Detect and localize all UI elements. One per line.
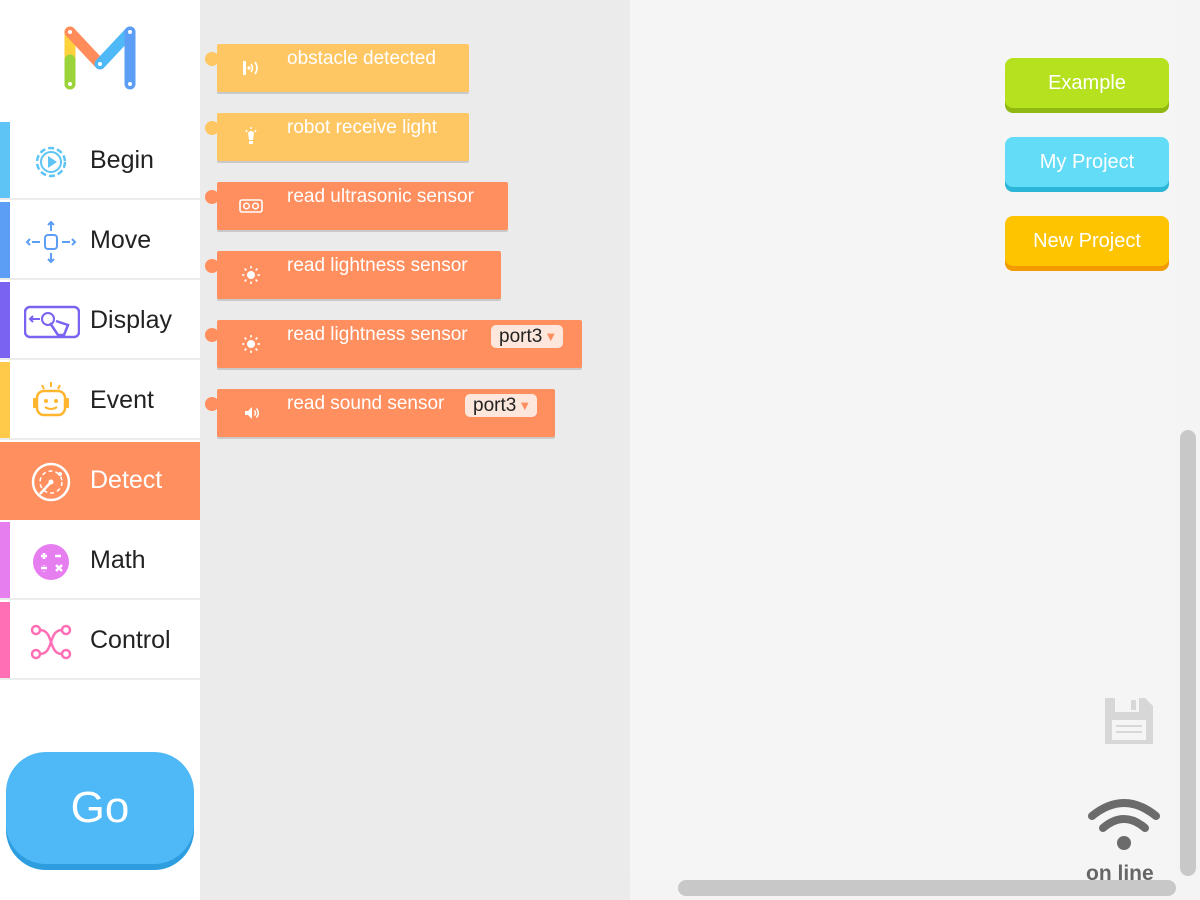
vertical-scrollbar[interactable] [1180, 430, 1196, 876]
save-icon[interactable] [1103, 696, 1155, 746]
light-bulb-icon [245, 127, 257, 144]
category-color-stripe [0, 362, 10, 438]
math-icon [33, 544, 69, 580]
block-connector [205, 52, 219, 66]
speaker-icon [245, 407, 259, 419]
category-control[interactable]: Control [0, 602, 200, 680]
obstacle-sensor-icon [243, 61, 258, 75]
category-label: Event [90, 386, 154, 414]
sun-icon [242, 266, 260, 284]
port-dropdown[interactable]: port3▼ [465, 394, 538, 417]
category-sidebar: Begin Move Display [0, 0, 200, 900]
horizontal-scrollbar[interactable] [678, 880, 1176, 896]
block-connector [205, 397, 219, 411]
category-detect[interactable]: Detect [0, 442, 200, 520]
category-color-stripe [0, 282, 10, 358]
category-color-stripe [0, 202, 10, 278]
category-begin[interactable]: Begin [0, 122, 200, 200]
block-read-sound-sensor[interactable]: read sound sensor port3▼ [205, 389, 555, 437]
ultrasonic-icon [239, 199, 263, 213]
category-label: Control [90, 626, 171, 654]
block-connector [205, 190, 219, 204]
go-button[interactable]: Go [6, 752, 194, 864]
block-read-ultrasonic-sensor[interactable]: read ultrasonic sensor [205, 182, 508, 230]
category-color-stripe [0, 602, 10, 678]
category-label: Detect [90, 466, 163, 494]
chevron-down-icon: ▼ [544, 329, 558, 344]
port-dropdown-value: port3 [499, 325, 543, 347]
category-color-stripe [0, 442, 10, 518]
block-robot-receive-light[interactable]: robot receive light [205, 113, 469, 161]
port-dropdown-value: port3 [473, 394, 517, 416]
category-event[interactable]: Event [0, 362, 200, 440]
example-button[interactable]: Example [1005, 58, 1169, 108]
code-workspace[interactable] [630, 0, 1176, 878]
m-logo-icon [64, 26, 136, 90]
my-project-button[interactable]: My Project [1005, 137, 1169, 187]
block-read-lightness-sensor-port[interactable]: read lightness sensor port3▼ [205, 320, 582, 368]
touch-screen-icon [24, 305, 80, 339]
block-label: robot receive light [287, 117, 437, 138]
port-dropdown[interactable]: port3▼ [491, 325, 564, 348]
play-gear-icon [35, 146, 67, 178]
category-label: Math [90, 546, 146, 574]
move-robot-icon [25, 221, 77, 263]
category-move[interactable]: Move [0, 202, 200, 280]
block-connector [205, 259, 219, 273]
block-label: read ultrasonic sensor [287, 186, 474, 207]
chevron-down-icon: ▼ [518, 398, 532, 413]
wifi-icon [1088, 799, 1160, 850]
sun-icon [242, 335, 260, 353]
block-label: obstacle detected [287, 48, 436, 69]
connection-status: on line [1086, 862, 1154, 885]
category-display[interactable]: Display [0, 282, 200, 360]
category-math[interactable]: Math [0, 522, 200, 600]
control-flow-icon [30, 624, 72, 660]
radar-icon [31, 462, 71, 502]
category-color-stripe [0, 522, 10, 598]
category-label: Begin [90, 146, 154, 174]
block-label: read lightness sensor [287, 255, 468, 276]
block-label: read sound sensor [287, 393, 445, 414]
block-obstacle-detected[interactable]: obstacle detected [205, 44, 469, 92]
category-color-stripe [0, 122, 10, 198]
category-label: Display [90, 306, 172, 334]
new-project-button[interactable]: New Project [1005, 216, 1169, 266]
block-connector [205, 121, 219, 135]
block-label: read lightness sensor [287, 324, 468, 345]
block-read-lightness-sensor[interactable]: read lightness sensor [205, 251, 501, 299]
block-connector [205, 328, 219, 342]
category-label: Move [90, 226, 152, 254]
robot-face-icon [33, 382, 69, 417]
